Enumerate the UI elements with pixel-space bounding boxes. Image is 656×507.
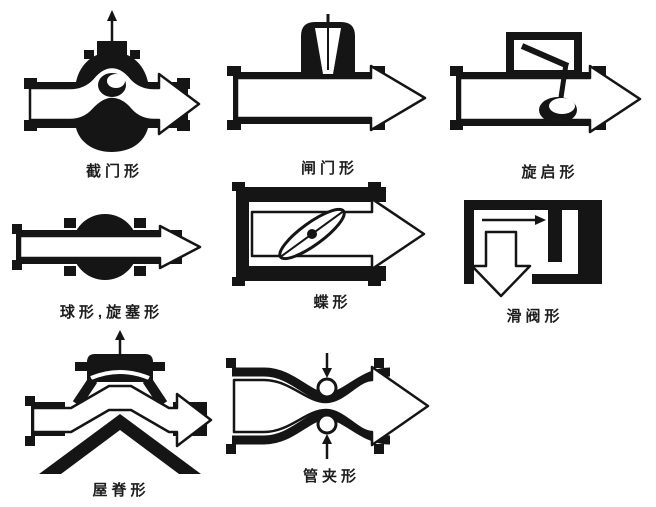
label-slide-valve: 滑阀形 (506, 308, 564, 325)
diaphragm (90, 370, 150, 380)
label-globe-valve: 截门形 (85, 163, 143, 180)
label-butterfly-valve: 蝶形 (313, 294, 352, 311)
pinch-arrow-up-icon (322, 434, 332, 444)
flow-arrow (18, 224, 202, 270)
flap-arm (520, 43, 570, 69)
weir-valve-drawing (25, 330, 213, 474)
pinch-arrow-down-icon (322, 368, 332, 378)
figure-butterfly-valve: 蝶形 (228, 182, 433, 312)
disc-pivot (307, 229, 317, 239)
label-gate-valve: 闸门形 (300, 160, 358, 177)
figure-weir-valve: 屋脊形 (25, 330, 213, 500)
butterfly-valve-drawing (232, 182, 426, 286)
slide-gate (548, 210, 562, 262)
figure-slide-valve: 滑阀形 (452, 188, 614, 326)
flow-arrow (31, 384, 213, 448)
label-pinch-valve: 管夹形 (302, 468, 360, 485)
figure-gate-valve: 闸门形 (225, 12, 430, 178)
label-swing-check-valve: 旋启形 (521, 164, 579, 181)
body-bottom-wall (236, 266, 386, 281)
stem-arrow-icon (107, 10, 117, 21)
figure-swing-check-valve: 旋启形 (448, 16, 648, 182)
body-left-wall (236, 187, 249, 281)
figure-ball-plug-valve: 球形,旋塞形 (12, 196, 207, 322)
flow-arrow (28, 65, 201, 136)
flow-arrow (235, 64, 427, 132)
label-ball-plug-valve: 球形,旋塞形 (59, 304, 164, 321)
valve-body (36, 52, 188, 152)
slide-valve-drawing (464, 200, 602, 298)
flange-nubs (226, 358, 384, 454)
pinch-valve-drawing (226, 353, 430, 459)
flange-nubs (12, 218, 146, 276)
stem-arrow-icon (115, 330, 125, 340)
ball-valve-drawing (12, 214, 202, 280)
figure-globe-valve: 截门形 (20, 8, 205, 181)
flange-nubs (25, 362, 165, 446)
swing-check-drawing (450, 32, 642, 134)
gate-valve-drawing (227, 14, 427, 132)
flange-nubs (232, 182, 381, 286)
globe-valve-drawing (24, 10, 201, 152)
figure-pinch-valve: 管夹形 (222, 352, 437, 486)
body-top-wall (236, 187, 386, 202)
weir-ridge (39, 414, 201, 474)
flow-arrow (470, 230, 532, 298)
label-weir-valve: 屋脊形 (92, 482, 150, 499)
pinch-roller-bottom (316, 413, 338, 435)
valve-housing (464, 200, 602, 284)
inlet-arrow-icon (535, 215, 546, 225)
bonnet (97, 41, 127, 56)
pinch-roller-top (316, 377, 338, 399)
flow-arrow (232, 365, 430, 447)
